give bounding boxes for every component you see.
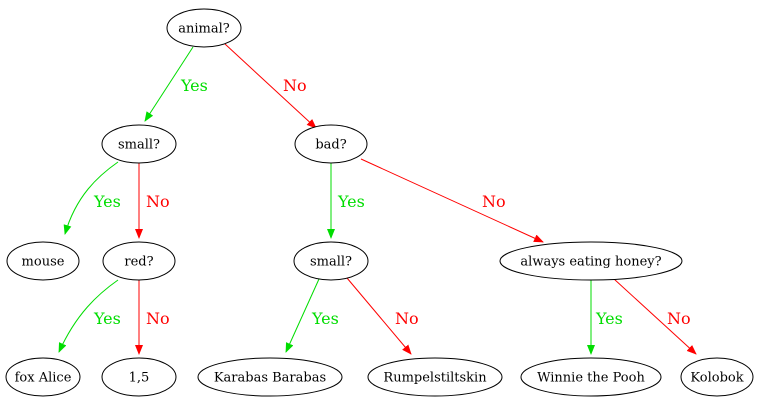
edge-label-no: No — [146, 309, 170, 328]
node-label-fox: fox Alice — [15, 371, 72, 386]
node-honey: always eating honey? — [499, 241, 683, 281]
node-label-rumpel: Rumpelstiltskin — [383, 371, 487, 386]
node-shape-karabas — [197, 357, 343, 397]
edge-label-no: No — [283, 76, 307, 95]
node-pooh: Winnie the Pooh — [520, 357, 662, 397]
edge-label-yes: Yes — [595, 309, 623, 328]
edge-arrow-red-fox — [58, 279, 119, 353]
node-label-red: red? — [124, 255, 153, 270]
edge-small2-karabas: Yes — [285, 278, 339, 353]
node-label-honey: always eating honey? — [520, 255, 661, 270]
node-bad: bad? — [294, 124, 368, 164]
edge-label-yes: Yes — [93, 309, 121, 328]
edge-honey-kolobok: No — [613, 278, 697, 355]
node-mouse: mouse — [6, 241, 80, 281]
node-label-kolobok: Kolobok — [690, 371, 743, 386]
node-shape-small2 — [293, 241, 369, 281]
edge-red-n15: No — [135, 280, 170, 355]
edge-arrow-honey-kolobok — [613, 278, 697, 355]
node-shape-bad — [294, 124, 368, 164]
node-label-mouse: mouse — [22, 255, 65, 270]
node-shape-fox — [5, 357, 81, 397]
edge-small1-mouse: Yes — [63, 161, 121, 235]
node-shape-red — [102, 241, 176, 281]
edge-bad-honey: No — [360, 158, 544, 243]
node-fox: fox Alice — [5, 357, 81, 397]
node-shape-rumpel — [367, 357, 503, 397]
node-rumpel: Rumpelstiltskin — [367, 357, 503, 397]
node-shape-honey — [499, 241, 683, 281]
edge-label-no: No — [395, 309, 419, 328]
nodes-layer: animal? small? bad? mouse red? fox Alice 1,5 sm… — [5, 8, 754, 397]
node-shape-animal — [166, 8, 242, 48]
edge-label-no: No — [667, 309, 691, 328]
edge-arrow-small1-mouse — [63, 161, 119, 235]
edge-arrow-small2-karabas — [285, 278, 320, 353]
edge-honey-pooh: Yes — [587, 280, 623, 355]
edge-small2-rumpel: No — [346, 277, 419, 355]
node-label-karabas: Karabas Barabas — [214, 371, 326, 386]
edge-arrow-animal-bad — [224, 43, 317, 129]
node-small1: small? — [101, 124, 177, 164]
node-animal: animal? — [166, 8, 242, 48]
node-shape-small1 — [101, 124, 177, 164]
node-label-small1: small? — [118, 138, 160, 153]
edge-small1-red: No — [135, 163, 170, 239]
node-n15: 1,5 — [101, 357, 177, 397]
node-shape-kolobok — [680, 357, 754, 397]
node-kolobok: Kolobok — [680, 357, 754, 397]
edge-bad-small2: Yes — [327, 163, 365, 239]
node-shape-mouse — [6, 241, 80, 281]
edge-label-yes: Yes — [337, 192, 365, 211]
edge-animal-small1: Yes — [144, 46, 208, 122]
edge-arrow-small2-rumpel — [346, 277, 412, 355]
node-red: red? — [102, 241, 176, 281]
node-shape-pooh — [520, 357, 662, 397]
node-small2: small? — [293, 241, 369, 281]
edge-arrow-animal-small1 — [144, 46, 194, 122]
edge-label-yes: Yes — [180, 76, 208, 95]
edge-arrow-bad-honey — [360, 158, 544, 243]
node-label-bad: bad? — [315, 138, 346, 153]
node-label-animal: animal? — [178, 22, 230, 37]
edge-red-fox: Yes — [58, 279, 121, 353]
node-label-n15: 1,5 — [129, 371, 150, 386]
edge-animal-bad: No — [224, 43, 317, 129]
edge-label-yes: Yes — [311, 309, 339, 328]
node-label-pooh: Winnie the Pooh — [537, 371, 645, 386]
edge-label-no: No — [482, 192, 506, 211]
edge-label-yes: Yes — [93, 192, 121, 211]
node-label-small2: small? — [310, 255, 352, 270]
node-shape-n15 — [101, 357, 177, 397]
node-karabas: Karabas Barabas — [197, 357, 343, 397]
edge-label-no: No — [146, 192, 170, 211]
